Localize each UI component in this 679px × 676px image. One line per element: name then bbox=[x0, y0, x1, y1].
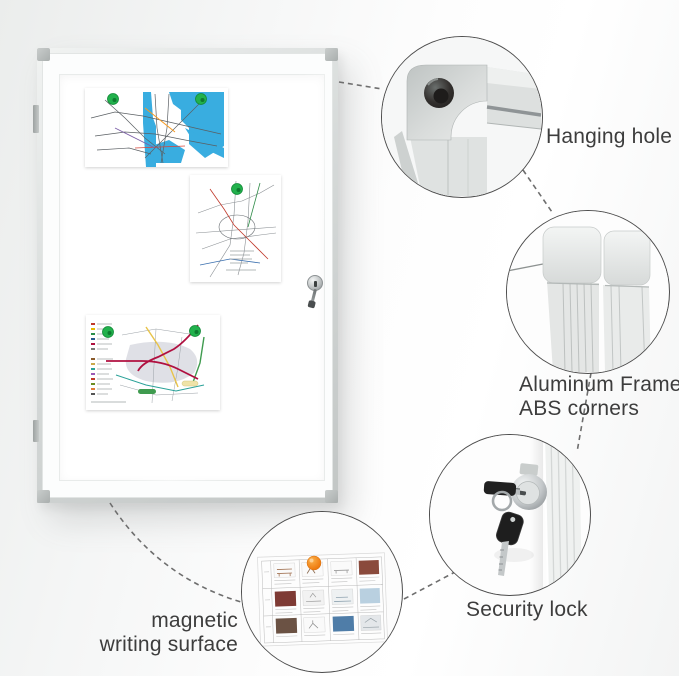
security-lock-label-text: Security lock bbox=[466, 598, 588, 621]
subway-map-poster-blue bbox=[85, 88, 228, 167]
callout-hanging-hole bbox=[381, 36, 543, 198]
notice-board bbox=[33, 48, 338, 503]
pinned-paper-sheet bbox=[257, 552, 388, 647]
aluminum-frame-label-line1: Aluminum Frame bbox=[519, 373, 679, 396]
map-legend bbox=[91, 323, 126, 403]
subway-map-graphic bbox=[85, 88, 228, 167]
connector-board-circle4 bbox=[109, 502, 242, 603]
hanging-hole-photo bbox=[382, 37, 541, 196]
metro-map-poster-color bbox=[86, 315, 220, 410]
metro-map-graphic bbox=[86, 315, 220, 410]
callout-security-lock bbox=[429, 434, 591, 596]
metro-map-graphic bbox=[190, 175, 281, 282]
connector-circle4-circle3 bbox=[403, 571, 456, 600]
connector-circle2-circle3 bbox=[576, 372, 592, 453]
magnetic-surface-photo bbox=[242, 512, 401, 671]
magnetic-surface-label: magnetic writing surface bbox=[80, 609, 238, 657]
key-bow-inserted bbox=[483, 481, 517, 496]
magnetic-surface-label-line2: writing surface bbox=[99, 633, 238, 656]
key-blade bbox=[498, 541, 509, 576]
security-lock-label: Security lock bbox=[466, 598, 588, 622]
hinge-bottom bbox=[33, 420, 39, 442]
security-lock-photo bbox=[430, 435, 589, 594]
metro-map-poster-small bbox=[190, 175, 281, 282]
magnetic-surface-label-line1: magnetic bbox=[151, 609, 238, 632]
hinge-top bbox=[33, 105, 39, 133]
abs-corner-top-left bbox=[37, 48, 50, 61]
aluminum-frame-label-line2: ABS corners bbox=[519, 396, 640, 420]
abs-corner-bottom-left bbox=[37, 490, 50, 503]
callout-aluminum-frame bbox=[506, 210, 670, 374]
callout-magnetic-surface bbox=[241, 511, 403, 673]
abs-corner-top-right bbox=[325, 48, 338, 61]
abs-corner-cap-left bbox=[542, 226, 602, 284]
connector-hanging-hole bbox=[338, 81, 383, 90]
aluminum-frame-label: Aluminum Frame ABS corners bbox=[519, 373, 679, 420]
hanging-hole-label: Hanging hole bbox=[546, 125, 672, 149]
abs-corner-cap-right bbox=[603, 230, 651, 286]
key-ring bbox=[491, 490, 513, 512]
abs-corner-bottom-right bbox=[325, 490, 338, 503]
aluminum-frame-photo bbox=[507, 211, 668, 372]
orange-magnet bbox=[306, 555, 322, 571]
hanging-hole-label-text: Hanging hole bbox=[546, 125, 673, 148]
connector-circle1-circle2 bbox=[522, 169, 553, 213]
hanging-key bbox=[496, 511, 524, 546]
